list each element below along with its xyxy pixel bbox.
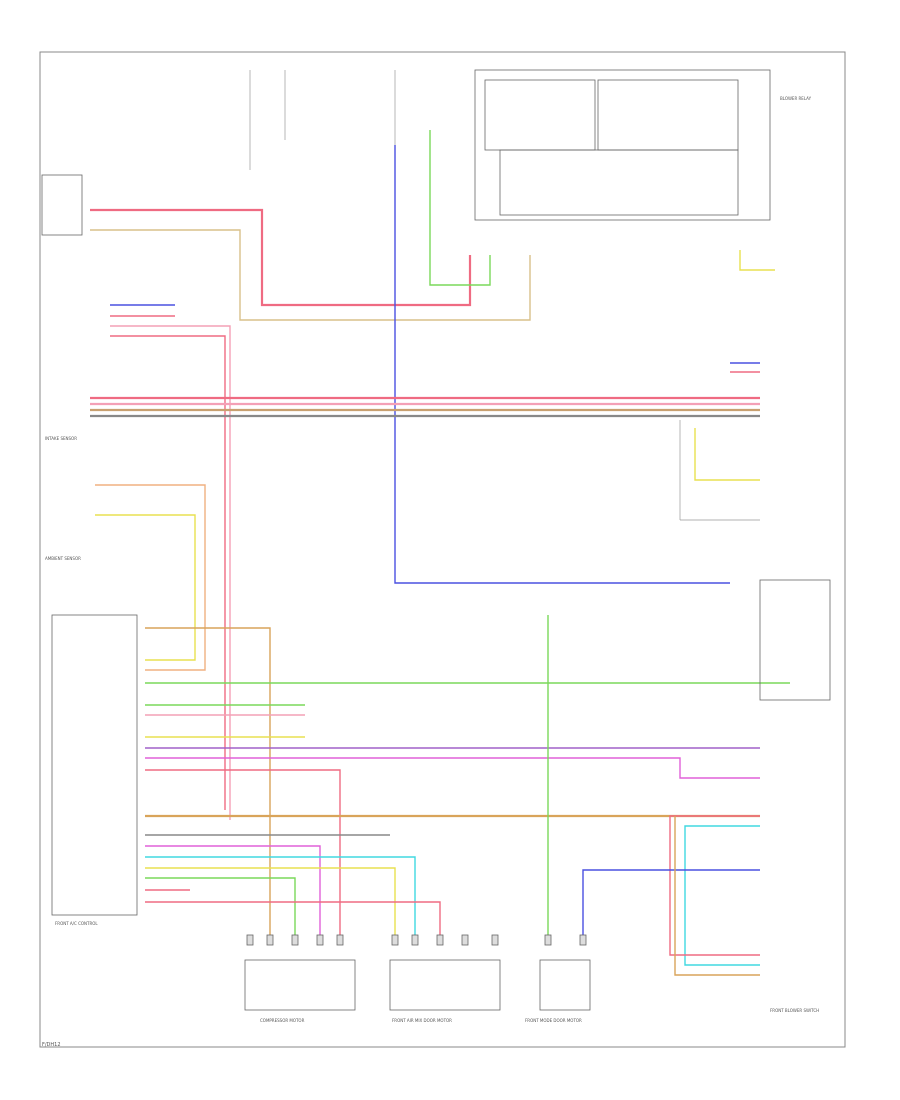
wire-tan-top <box>90 229 531 321</box>
bottom-connectors <box>246 934 587 946</box>
wire-pink-down-1 <box>110 325 231 820</box>
ambient-sensor-label: AMBIENT SENSOR <box>45 556 81 561</box>
front-ac-control-module <box>51 614 138 916</box>
wire-green-top <box>429 130 491 286</box>
left-sensor-box <box>41 174 83 236</box>
out-magenta-2 <box>145 845 321 940</box>
wire-blue-main <box>394 145 730 584</box>
compressor-motor-label: COMPRESSOR MOTOR <box>260 1018 305 1023</box>
out-magenta <box>145 757 760 779</box>
out-cyan <box>145 856 416 940</box>
blower-relay-label: BLOWER RELAY <box>780 96 812 101</box>
blower-switch-label: FRONT BLOWER SWITCH <box>770 1008 819 1013</box>
mode-motor-label: FRONT MODE DOOR MOTOR <box>525 1018 582 1023</box>
relay-box-inner-1 <box>484 79 596 151</box>
out-green-3 <box>145 877 296 940</box>
wire-red-top <box>90 208 472 307</box>
wire-yellow-sensor <box>95 514 196 661</box>
wire-red-right-2 <box>669 815 760 956</box>
wire-orange-right <box>674 816 760 976</box>
out-red-5 <box>145 901 441 940</box>
wire-yellow-top-right <box>739 250 775 271</box>
air-mix-motor-label: FRONT AIR MIX DOOR MOTOR <box>392 1018 452 1023</box>
compressor-motor-box <box>244 959 356 1011</box>
out-yellow-4 <box>145 867 396 940</box>
wire-cyan-right <box>684 825 760 966</box>
wire-orange-sensor <box>95 484 206 671</box>
relay-box <box>474 69 771 221</box>
intake-sensor-label: INTAKE SENSOR <box>45 436 77 441</box>
wire-blue-right-2 <box>582 869 760 940</box>
out-red-3 <box>145 769 341 940</box>
right-switch-box <box>759 579 831 701</box>
air-mix-motor-box <box>389 959 501 1011</box>
relay-box-inner-2 <box>597 79 739 151</box>
relay-box-inner-3 <box>499 149 739 216</box>
footer-label: F/DH12 <box>42 1042 61 1048</box>
wire-pink-down-2 <box>110 335 226 810</box>
out-orange-1 <box>145 627 271 940</box>
module-title: FRONT A/C CONTROL <box>55 921 98 926</box>
diagram-frame <box>39 51 846 1048</box>
mode-motor-box <box>539 959 591 1011</box>
wire-yellow-right <box>694 428 760 481</box>
